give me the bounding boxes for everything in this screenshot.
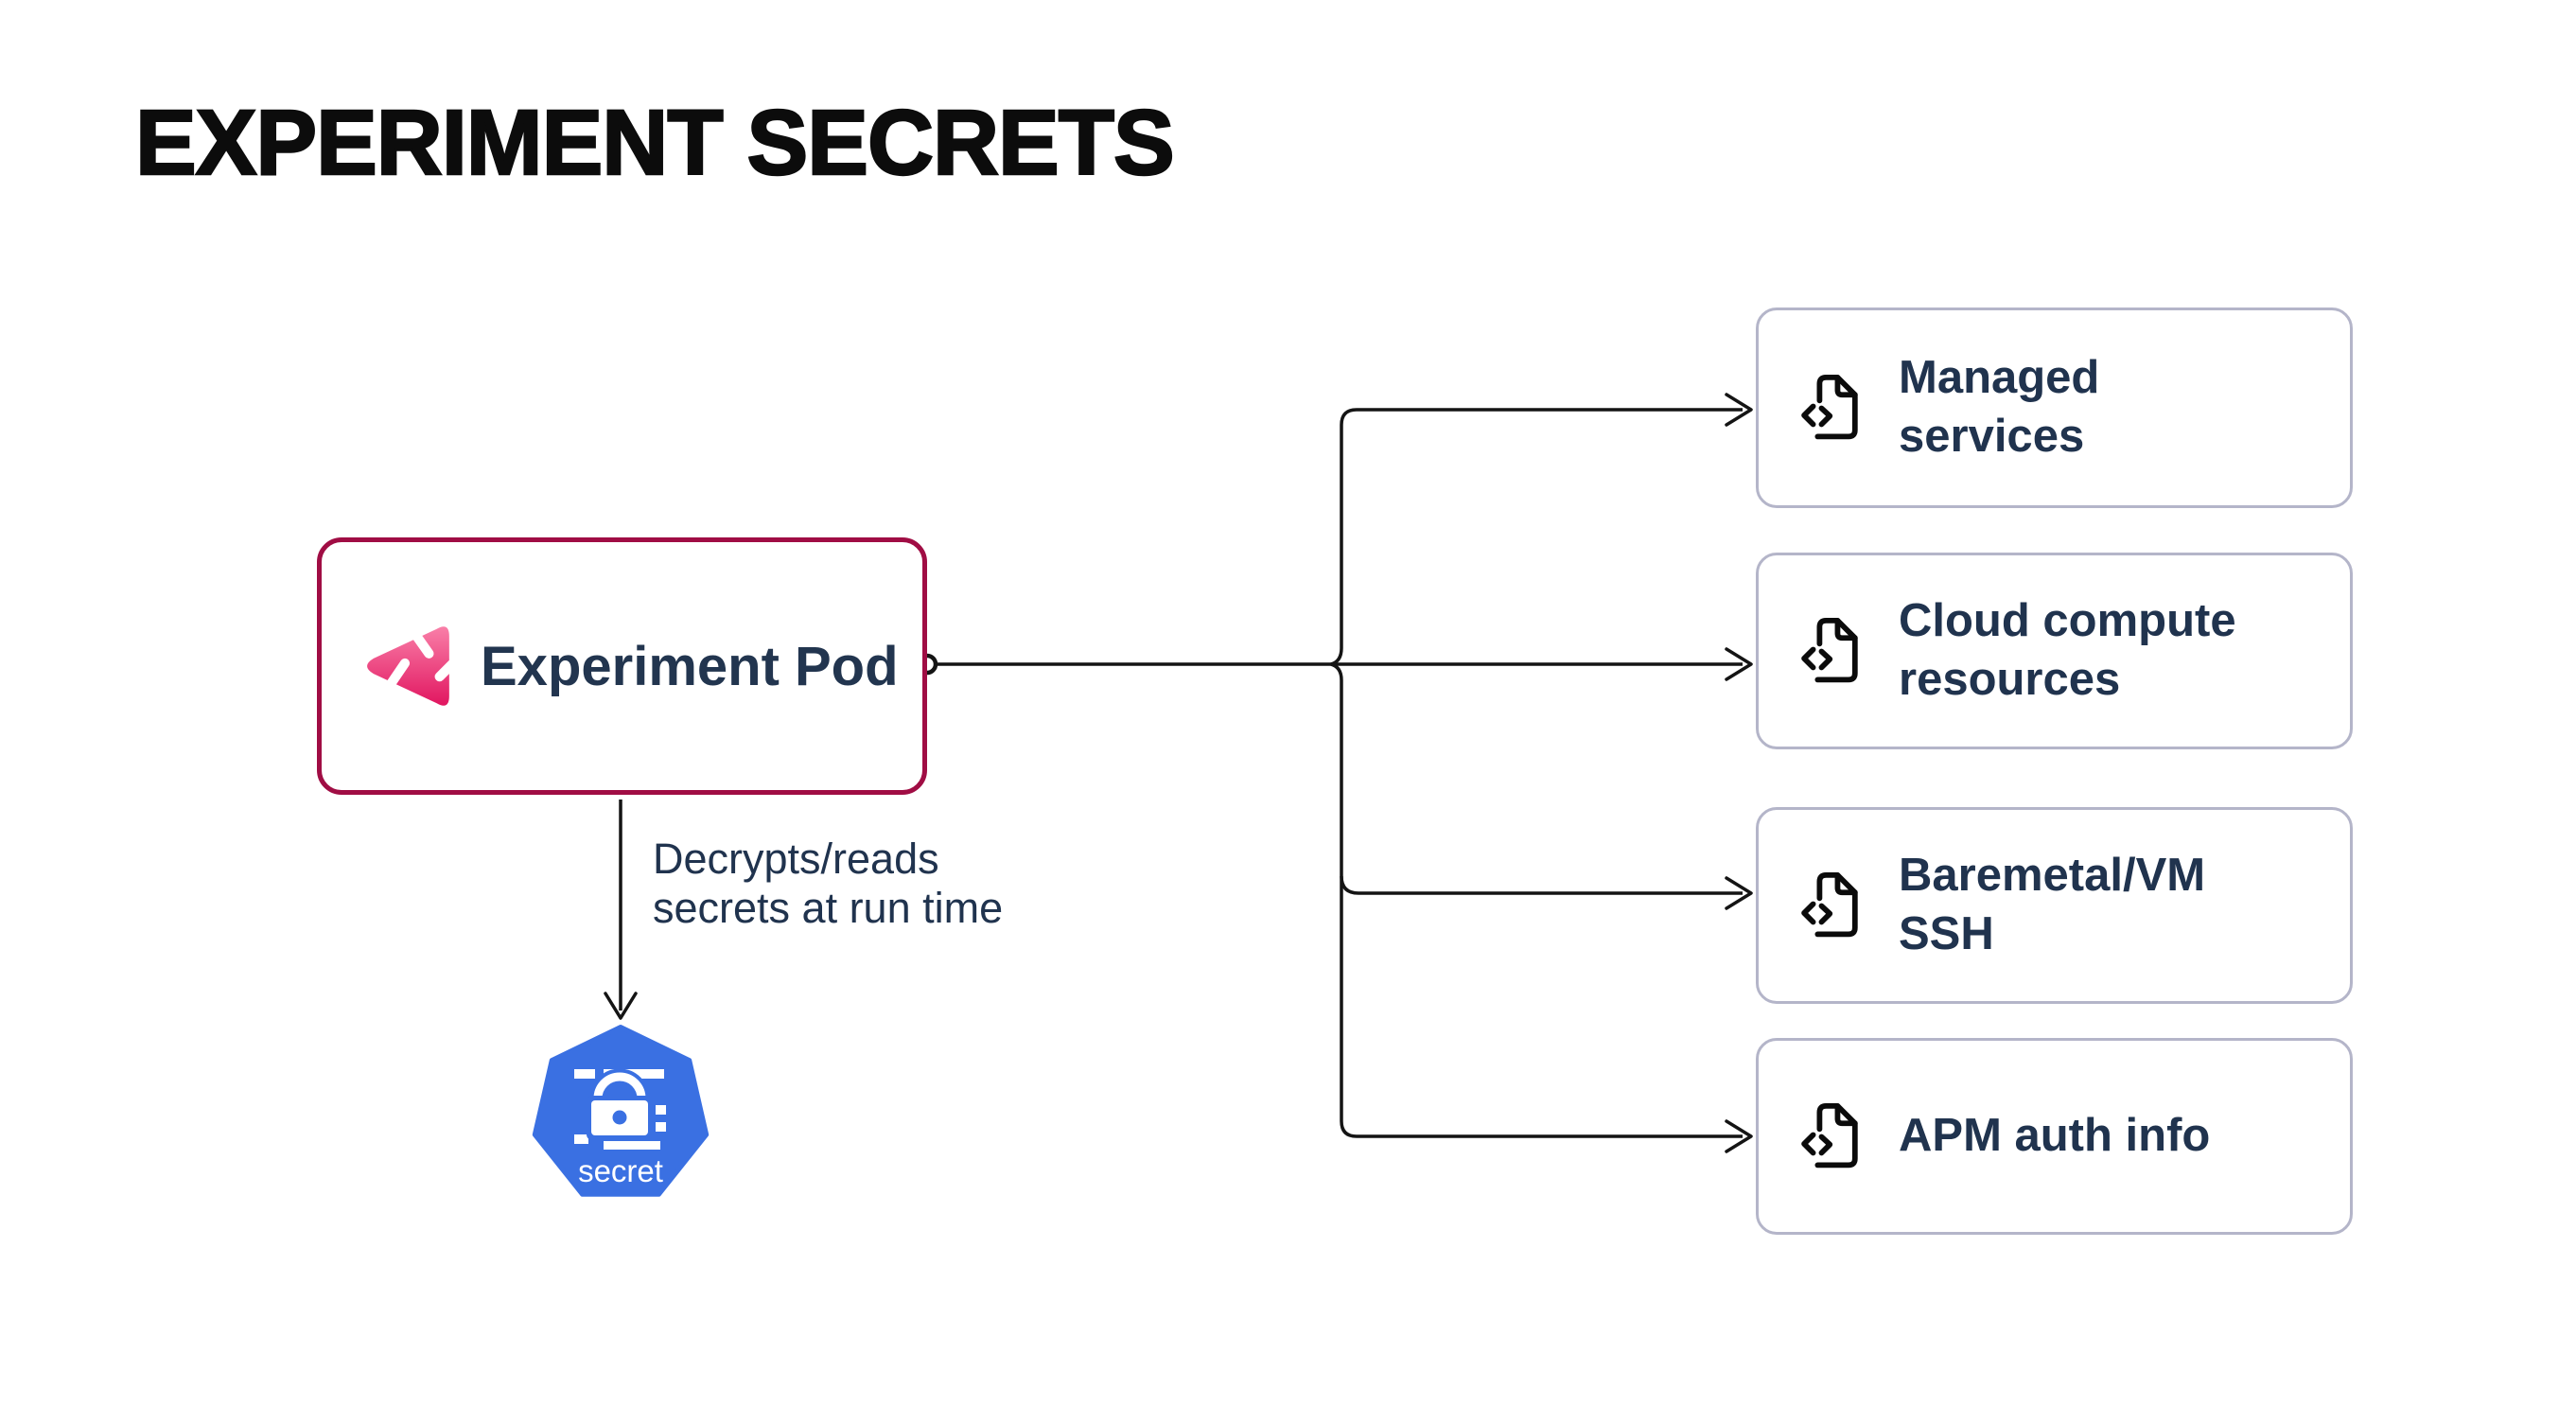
- file-code-icon: [1801, 617, 1858, 682]
- node-managed-services: Managed services: [1756, 308, 2353, 508]
- node-baremetal-vm-ssh: Baremetal/VM SSH: [1756, 807, 2353, 1004]
- kubernetes-secret-icon: secret: [532, 1025, 710, 1197]
- baremetal-vm-ssh-label: Baremetal/VM SSH: [1899, 850, 2206, 959]
- apm-auth-info-label: APM auth info: [1899, 1110, 2211, 1162]
- secret-edge-label: Decrypts/reads secrets at run time: [653, 835, 1004, 932]
- managed-services-label: Managed services: [1899, 352, 2100, 462]
- secret-node-label: secret: [578, 1153, 663, 1188]
- arrowhead-managed-services: [1725, 393, 1753, 427]
- secret-padlock: [587, 1068, 653, 1140]
- file-code-icon: [1801, 374, 1858, 439]
- page-title: EXPERIMENT SECRETS: [134, 91, 1176, 194]
- cloud-compute-resources-label: Cloud compute resources: [1899, 595, 2236, 705]
- file-code-icon: [1801, 871, 1858, 937]
- arrowhead-baremetal-ssh: [1725, 876, 1753, 910]
- arrowhead-secret: [604, 992, 638, 1020]
- file-code-icon: [1801, 1102, 1858, 1168]
- litmus-chaos-triangle-icon: [367, 625, 454, 706]
- arrowhead-cloud-compute: [1725, 647, 1753, 681]
- edge-pod-to-baremetal-ssh: [1340, 875, 1743, 895]
- edge-pod-to-apm-auth: [1330, 662, 1743, 1138]
- experiment-pod-label: Experiment Pod: [481, 635, 899, 697]
- node-experiment-pod: Experiment Pod: [317, 537, 927, 795]
- node-apm-auth-info: APM auth info: [1756, 1038, 2353, 1235]
- node-cloud-compute-resources: Cloud compute resources: [1756, 553, 2353, 749]
- edge-pod-to-managed-services: [1330, 408, 1743, 666]
- arrowhead-apm-auth: [1725, 1119, 1753, 1153]
